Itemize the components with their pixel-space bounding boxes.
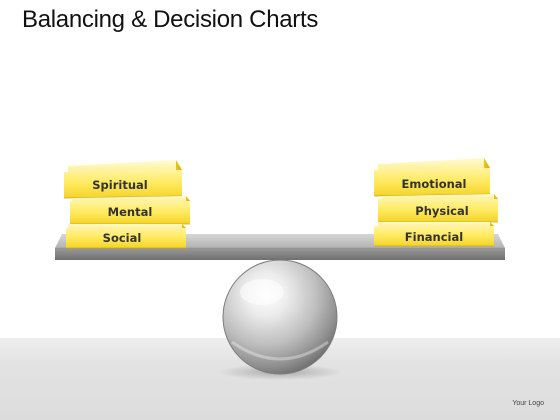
logo-placeholder: Your Logo xyxy=(512,400,544,407)
block-social: Social xyxy=(66,224,186,249)
block-physical: Physical xyxy=(378,194,498,223)
slide-title: Balancing & Decision Charts xyxy=(22,6,319,33)
block-label-mental: Mental xyxy=(108,205,153,219)
block-mental: Mental xyxy=(70,196,190,225)
block-financial: Financial xyxy=(374,222,494,247)
left-block-stack: Spiritual Mental Social xyxy=(63,160,190,249)
block-label-emotional: Emotional xyxy=(402,177,467,191)
block-label-spiritual: Spiritual xyxy=(92,178,147,192)
right-block-stack: Emotional Physical Financial xyxy=(373,158,498,247)
block-spiritual: Spiritual xyxy=(63,160,183,199)
block-label-social: Social xyxy=(103,231,142,245)
block-label-physical: Physical xyxy=(415,204,468,218)
block-emotional: Emotional xyxy=(373,158,491,197)
fulcrum-sphere xyxy=(222,259,338,375)
block-label-financial: Financial xyxy=(405,230,463,244)
